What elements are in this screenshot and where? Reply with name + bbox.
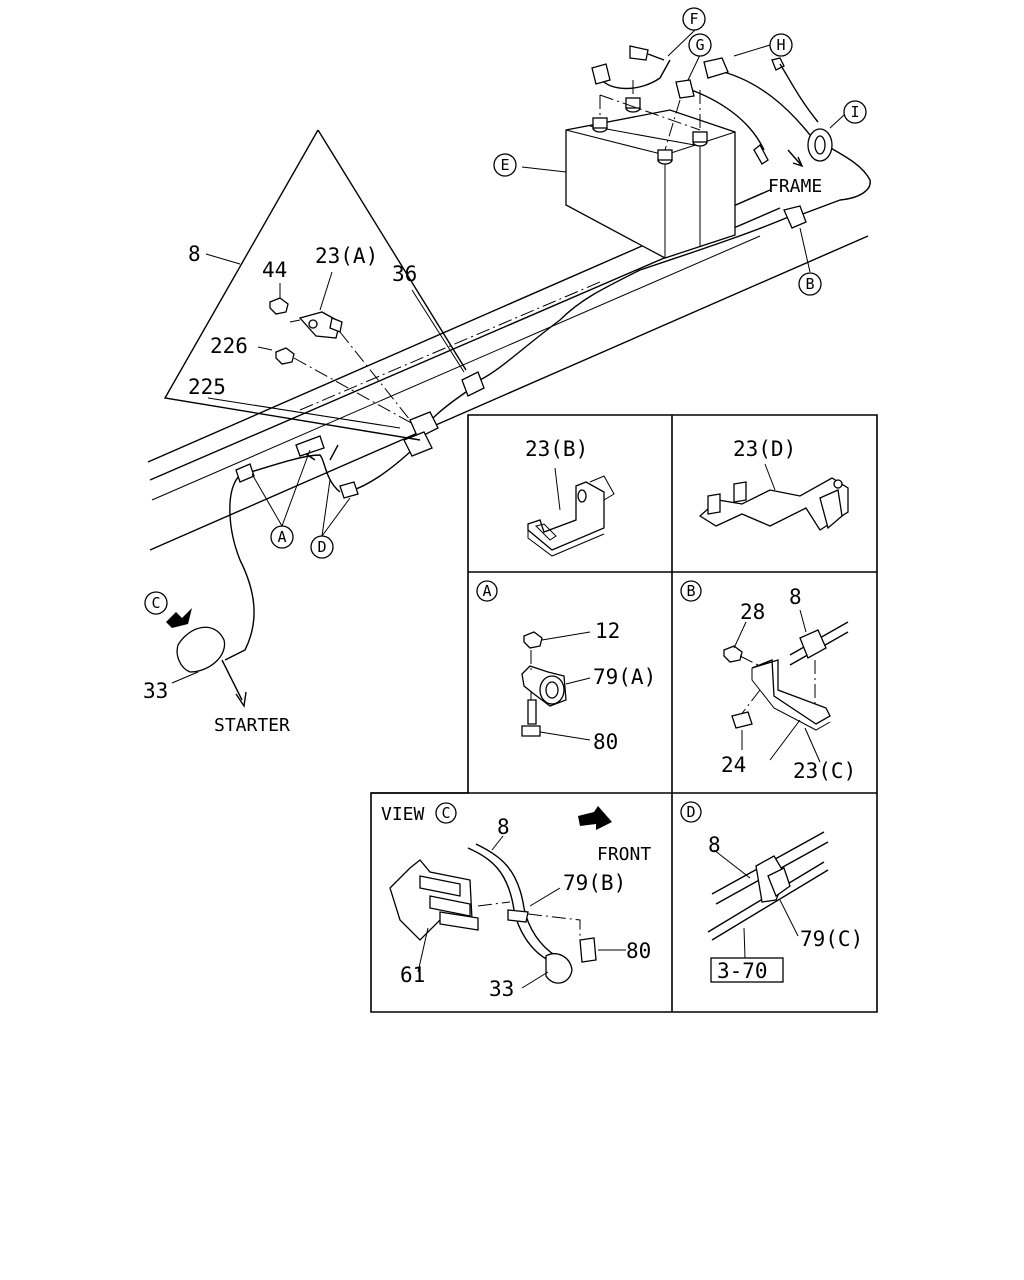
view-c-callout-33: 33 xyxy=(489,977,514,1001)
ref-circle-c: C xyxy=(144,591,168,615)
starter-label: STARTER xyxy=(214,715,290,736)
panel-view-c: VIEW C FRONT 8 79(B) 80 61 33 xyxy=(381,802,651,1001)
panel-b-callout-24: 24 xyxy=(721,753,746,777)
detail-grid xyxy=(370,414,878,1013)
callout-8: 8 xyxy=(188,242,201,266)
callout-33: 33 xyxy=(143,679,168,703)
battery-cables xyxy=(479,45,871,381)
panel-d-callout-8: 8 xyxy=(708,833,721,857)
view-c-callout-79b: 79(B) xyxy=(563,871,626,895)
battery-box xyxy=(565,80,736,259)
panel-b-ref: B xyxy=(680,580,702,602)
svg-text:A: A xyxy=(277,528,286,546)
callout-226: 226 xyxy=(210,334,248,358)
svg-text:G: G xyxy=(695,36,704,54)
panel-d: D 8 79(C) 3-70 xyxy=(680,801,863,983)
ref-circle-e: E xyxy=(493,153,517,177)
panel-23b-label: 23(B) xyxy=(525,437,588,461)
svg-text:I: I xyxy=(850,103,859,121)
leader-lines xyxy=(171,29,845,684)
ref-circle-a: A xyxy=(270,525,294,549)
view-label: VIEW xyxy=(381,804,425,825)
svg-text:C: C xyxy=(151,594,160,612)
ref-circle-h: H xyxy=(769,33,793,57)
svg-text:H: H xyxy=(776,36,785,54)
callout-44: 44 xyxy=(262,258,287,282)
svg-text:D: D xyxy=(317,538,326,556)
callout-225: 225 xyxy=(188,375,226,399)
exploded-triangle xyxy=(163,129,467,441)
panel-a-callout-79a: 79(A) xyxy=(593,665,656,689)
panel-d-ref: D xyxy=(680,801,702,823)
panel-a: A 12 79(A) 80 xyxy=(476,580,656,754)
svg-text:A: A xyxy=(482,582,491,600)
callout-23a: 23(A) xyxy=(315,244,378,268)
svg-text:B: B xyxy=(805,275,814,293)
panel-a-ref: A xyxy=(476,580,498,602)
svg-text:C: C xyxy=(441,804,450,822)
main-assembly: 8 44 23(A) 36 226 225 33 FRAME STARTER E… xyxy=(143,7,871,736)
frame-label: FRAME xyxy=(768,176,822,197)
ref-circle-g: G xyxy=(688,33,712,57)
panel-23d: 23(D) xyxy=(698,437,849,531)
panel-b-callout-28: 28 xyxy=(740,600,765,624)
page-ref-3-70[interactable]: 3-70 xyxy=(717,959,768,983)
panel-d-callout-79c: 79(C) xyxy=(800,927,863,951)
front-label: FRONT xyxy=(597,844,651,865)
callout-36: 36 xyxy=(392,262,417,286)
svg-text:D: D xyxy=(686,803,695,821)
panel-23d-label: 23(D) xyxy=(733,437,796,461)
svg-text:B: B xyxy=(686,582,695,600)
starter-harness xyxy=(166,371,485,708)
ref-circle-f: F xyxy=(682,7,706,31)
panel-view-c-ref: C xyxy=(435,802,457,824)
svg-text:F: F xyxy=(689,10,698,28)
view-c-callout-8: 8 xyxy=(497,815,510,839)
panel-b: B 28 8 24 23(C) xyxy=(680,580,856,783)
ref-circle-d: D xyxy=(310,535,334,559)
ref-circle-i: I xyxy=(843,100,867,124)
ref-circle-b: B xyxy=(798,272,822,296)
svg-text:E: E xyxy=(500,156,509,174)
panel-a-callout-12: 12 xyxy=(595,619,620,643)
panel-b-callout-8: 8 xyxy=(789,585,802,609)
view-c-callout-80: 80 xyxy=(626,939,651,963)
panel-23b: 23(B) xyxy=(525,437,615,557)
panel-a-callout-80: 80 xyxy=(593,730,618,754)
view-c-callout-61: 61 xyxy=(400,963,425,987)
panel-b-callout-23c: 23(C) xyxy=(793,759,856,783)
